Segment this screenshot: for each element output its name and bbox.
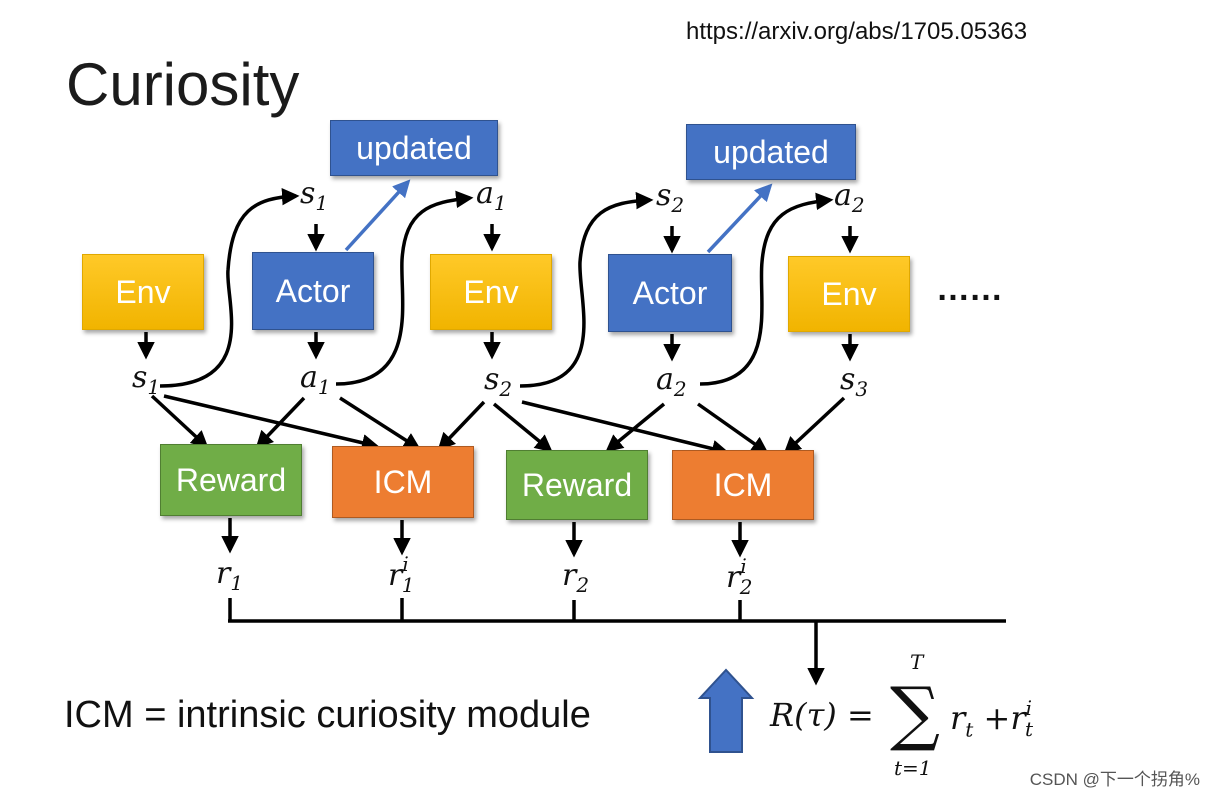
icm-box-2: ICM [672, 450, 814, 520]
icm-label-1: ICM [373, 463, 433, 500]
arrow-a2-icm2 [696, 402, 769, 455]
icm-label-2: ICM [713, 466, 773, 503]
sum-upper-limit: T [910, 650, 924, 674]
arrow-actor2-updated [706, 183, 773, 254]
arrow-actor1-updated [344, 179, 411, 252]
updated-box-1: updated [330, 120, 498, 176]
reward-label-2: Reward [521, 466, 633, 503]
reward-label-1: Reward [175, 461, 287, 498]
slide-title: Curiosity [66, 51, 300, 118]
icm-box-1: ICM [332, 446, 474, 518]
updated-box-2: updated [686, 124, 856, 180]
var-ri1: ri1 [388, 552, 415, 597]
formula-rhs: rt +rit [950, 696, 1034, 742]
env-label-2: Env [463, 273, 519, 310]
var-s2-top: s2 [656, 178, 685, 217]
sigma-symbol: ∑ [890, 672, 940, 754]
actor-box-2: Actor [608, 254, 732, 332]
var-a1: a1 [300, 360, 331, 399]
env-box-2: Env [430, 254, 552, 330]
arrow-s2-icm1 [437, 400, 486, 451]
actor-label-1: Actor [275, 272, 351, 309]
formula-lhs: R(τ) = [770, 696, 874, 734]
actor-box-1: Actor [252, 252, 374, 330]
var-s2: s2 [484, 362, 513, 401]
paper-url[interactable]: https://arxiv.org/abs/1705.05363 [686, 18, 1028, 45]
var-s1: s1 [132, 360, 161, 399]
env-label-1: Env [115, 273, 171, 310]
arrow-a2-reward2 [605, 402, 666, 453]
reward-box-1: Reward [160, 444, 302, 516]
var-a2-top: a2 [834, 178, 865, 217]
var-r1: r1 [216, 556, 244, 595]
var-a2: a2 [656, 362, 687, 401]
actor-label-2: Actor [632, 274, 708, 311]
ellipsis: …… [936, 270, 1003, 308]
arrow-s1-icm1 [163, 394, 380, 452]
sum-lower-limit: t=1 [894, 756, 932, 780]
var-r2: r2 [562, 558, 590, 597]
reward-box-2: Reward [506, 450, 648, 520]
arrow-a1-icm1 [339, 396, 421, 450]
var-s1-top: s1 [300, 176, 329, 215]
env-box-3: Env [788, 256, 910, 332]
arrow-s2-icm2 [521, 400, 730, 458]
env-label-3: Env [821, 275, 877, 312]
updated-label-2: updated [713, 133, 829, 170]
arrow-s3-icm2 [783, 396, 846, 455]
var-a1-top: a1 [476, 176, 507, 215]
var-s3: s3 [840, 362, 869, 401]
up-arrow-icon [697, 668, 755, 753]
env-box-1: Env [82, 254, 204, 330]
var-ri2: ri2 [726, 554, 753, 599]
arrow-s1-reward1 [150, 394, 209, 449]
curve-a2-to-a2top [699, 192, 834, 386]
updated-label-1: updated [356, 129, 472, 166]
watermark: CSDN @下一个拐角% [1029, 770, 1200, 789]
curve-s2-to-s2top [519, 191, 654, 388]
curve-a1-to-a1top [335, 190, 474, 386]
icm-definition: ICM = intrinsic curiosity module [64, 694, 591, 736]
curve-s1-to-s1top [159, 187, 300, 388]
arrow-s2-reward2 [492, 402, 553, 453]
